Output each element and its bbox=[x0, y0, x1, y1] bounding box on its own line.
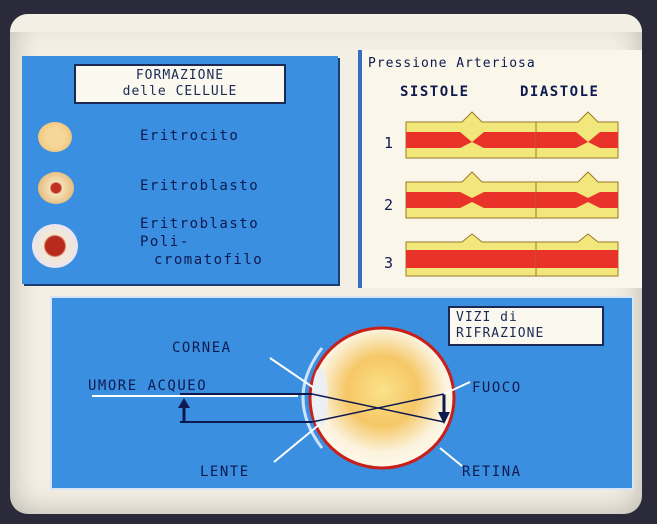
lens-label: LENTE bbox=[200, 464, 250, 480]
cell-title-line2: delle CELLULE bbox=[82, 84, 278, 100]
vessel-diastole-2 bbox=[536, 172, 618, 218]
focus-label: FUOCO bbox=[472, 380, 522, 396]
polychromatophil-label-3: cromatofilo bbox=[154, 252, 263, 268]
vessel-diastole-1 bbox=[536, 112, 618, 158]
retina-label: RETINA bbox=[462, 464, 522, 480]
vessel-diagrams bbox=[362, 50, 642, 288]
vessel-systole-2 bbox=[406, 172, 538, 218]
polychromatophil-label-1: Eritroblasto bbox=[140, 216, 259, 232]
polychromatophil-label-2: Poli- bbox=[140, 234, 190, 250]
erythrocyte-icon bbox=[38, 122, 72, 152]
vessel-diastole-3 bbox=[536, 234, 618, 276]
cornea-label: CORNEA bbox=[172, 340, 232, 356]
erythroblast-label: Eritroblasto bbox=[140, 178, 259, 194]
cell-title-line1: FORMAZIONE bbox=[82, 68, 278, 84]
vessel-systole-3 bbox=[406, 234, 538, 276]
blood-pressure-panel: Pressione Arteriosa SISTOLE DIASTOLE 1 2… bbox=[358, 50, 642, 288]
polychromatophil-icon bbox=[32, 224, 78, 268]
vessel-systole-1 bbox=[406, 112, 538, 158]
erythroblast-icon bbox=[38, 172, 74, 204]
erythrocyte-label: Eritrocito bbox=[140, 128, 239, 144]
screen-top-band bbox=[10, 14, 642, 32]
aqueous-humor-label: UMORE ACQUEO bbox=[88, 378, 207, 394]
